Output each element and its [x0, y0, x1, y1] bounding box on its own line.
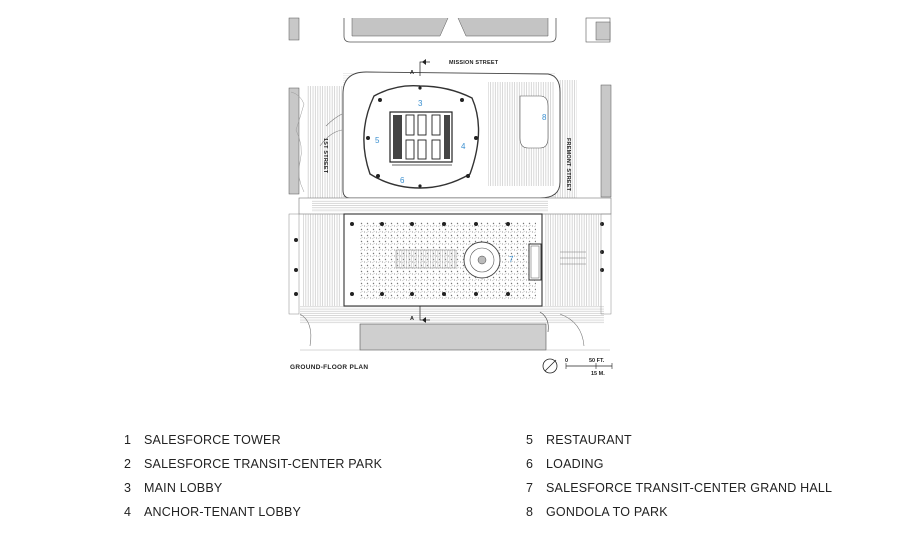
fremont-street-label: FREMONT STREET — [565, 138, 571, 192]
legend-number: 8 — [526, 505, 534, 519]
plan-number-loading: 6 — [400, 176, 405, 185]
svg-text:15 M.: 15 M. — [591, 371, 605, 377]
legend-number: 6 — [526, 457, 534, 471]
legend-label: ANCHOR-TENANT LOBBY — [144, 505, 302, 519]
legend-label: GONDOLA TO PARK — [546, 505, 668, 519]
street-band — [298, 197, 612, 215]
legend-label: LOADING — [546, 457, 604, 471]
legend-number: 3 — [124, 481, 132, 495]
legend-item: 1 SALESFORCE TOWER — [124, 428, 464, 452]
south-band — [299, 306, 610, 351]
legend-label: SALESFORCE TRANSIT-CENTER PARK — [144, 457, 383, 471]
legend-right: 5 RESTAURANT 6 LOADING 7 SALESFORCE TRANSIT-C… — [526, 428, 866, 524]
legend-item: 3 MAIN LOBBY — [124, 476, 464, 500]
legend-number: 7 — [526, 481, 534, 495]
plan-caption: GROUND-FLOOR PLAN — [290, 364, 368, 371]
legend-item: 2 SALESFORCE TRANSIT-CENTER PARK — [124, 452, 464, 476]
svg-text:A: A — [410, 70, 414, 76]
mission-street-label: MISSION STREET — [449, 60, 499, 66]
plan-number-gondola: 8 — [542, 113, 547, 122]
legend-item: 7 SALESFORCE TRANSIT-CENTER GRAND HALL — [526, 476, 866, 500]
legend-number: 4 — [124, 505, 132, 519]
section-mark-north: A — [410, 59, 430, 76]
plan-number-grand-hall: 7 — [509, 255, 514, 264]
legend-item: 8 GONDOLA TO PARK — [526, 500, 866, 524]
legend-label: RESTAURANT — [546, 433, 632, 447]
plan-number-main-lobby: 3 — [418, 99, 423, 108]
svg-text:A: A — [410, 316, 414, 322]
transit-center — [294, 213, 604, 307]
north-arrow-icon — [542, 358, 558, 374]
scale-bar: 0 50 FT. 15 M. — [565, 358, 613, 377]
adjacent-buildings-side — [288, 84, 612, 198]
legend-left: 1 SALESFORCE TOWER 2 SALESFORCE TRANSIT-CEN… — [124, 428, 464, 524]
legend-number: 2 — [124, 457, 132, 471]
svg-text:50 FT.: 50 FT. — [589, 358, 605, 364]
legend-number: 5 — [526, 433, 534, 447]
side-streets — [288, 213, 612, 315]
plan-number-anchor-tenant-lobby: 4 — [461, 142, 466, 151]
legend-label: SALESFORCE TOWER — [144, 433, 281, 447]
section-mark-south: A — [410, 306, 430, 323]
legend-label: SALESFORCE TRANSIT-CENTER GRAND HALL — [546, 481, 833, 495]
legend-item: 5 RESTAURANT — [526, 428, 866, 452]
adjacent-buildings-north — [288, 17, 611, 43]
plan-number-restaurant: 5 — [375, 136, 380, 145]
legend-number: 1 — [124, 433, 132, 447]
legend-item: 6 LOADING — [526, 452, 866, 476]
legend-item: 4 ANCHOR-TENANT LOBBY — [124, 500, 464, 524]
first-street-label: 1ST STREET — [322, 138, 328, 174]
legend-label: MAIN LOBBY — [144, 481, 223, 495]
svg-text:0: 0 — [565, 358, 568, 364]
tower-site — [319, 71, 561, 199]
